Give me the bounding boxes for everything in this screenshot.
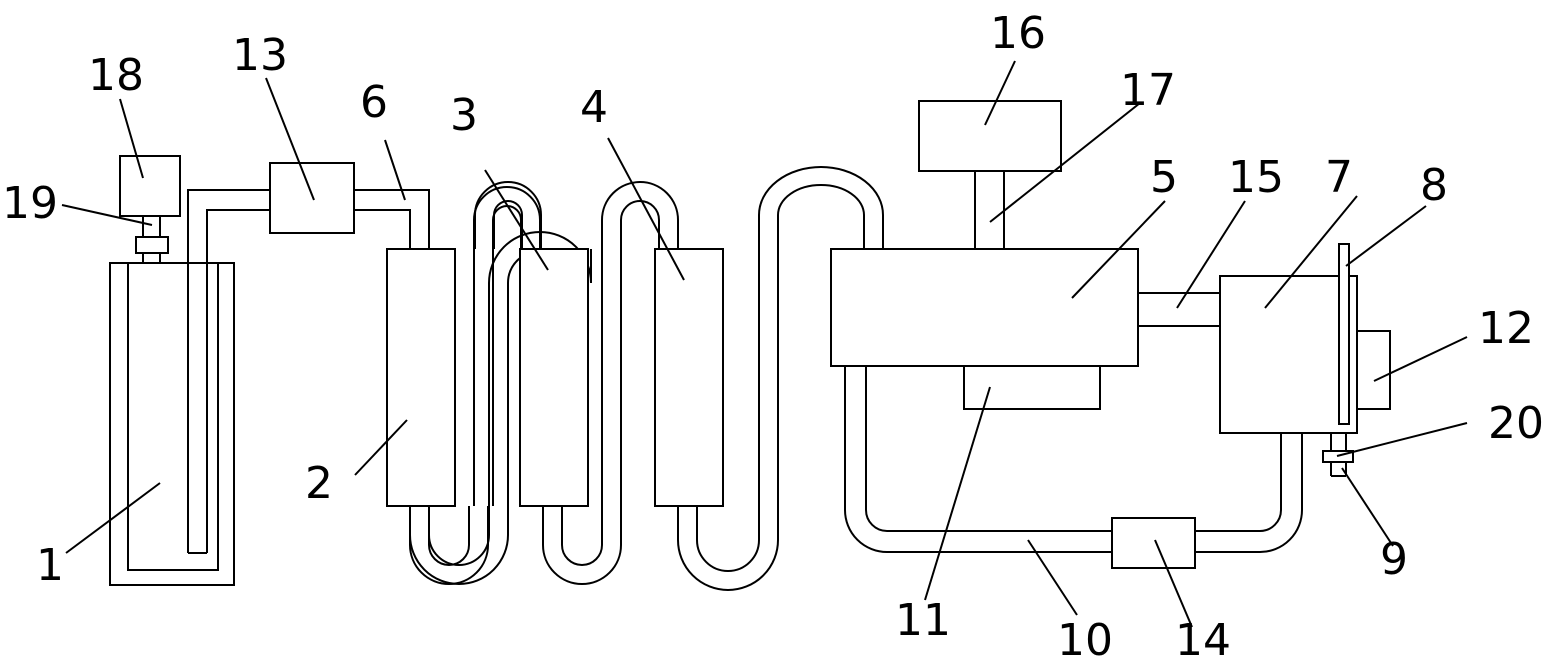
label-7: 7 [1325,152,1353,203]
label-2: 2 [305,458,333,509]
label-9: 9 [1380,534,1408,585]
pipe-10 [844,366,1303,553]
label-13: 13 [232,30,288,81]
label-20: 20 [1488,398,1544,449]
label-5: 5 [1150,152,1178,203]
component-5 [830,248,1139,367]
label-3: 3 [450,90,478,141]
component-13-box [269,162,355,234]
u-bend-3-4 [542,249,622,585]
top-loop-to-5 [758,166,884,249]
component-3 [519,248,589,507]
number-labels: 1 2 3 4 5 6 7 8 9 10 11 12 13 14 15 16 1… [2,8,1544,666]
dip-pipe [187,189,270,554]
top-loop-2-3 [473,186,541,506]
label-11: 11 [895,595,951,646]
label-6: 6 [360,77,388,128]
label-15: 15 [1228,152,1284,203]
component-17-stem [974,171,1005,249]
label-16: 16 [990,8,1046,59]
pipe-15 [1138,292,1220,327]
component-11 [963,366,1101,410]
component-19-valve [135,216,169,263]
label-1: 1 [36,540,64,591]
component-18-box [119,155,181,217]
label-12: 12 [1478,303,1534,354]
label-14: 14 [1175,615,1231,666]
pipe-6 [354,189,430,249]
component-14-box [1111,517,1196,569]
u-bend-2-3 [409,506,489,585]
label-4: 4 [580,82,608,133]
component-8-plate [1338,243,1350,425]
component-16-box [918,100,1062,172]
top-loop-3-4 [601,181,679,249]
component-1-vessel [109,262,235,586]
component-4 [654,248,724,507]
label-10: 10 [1057,615,1113,666]
component-7 [1219,275,1358,434]
label-17: 17 [1120,65,1176,116]
label-19: 19 [2,178,58,229]
component-12 [1357,330,1391,410]
serpentine-pipe-a [474,181,542,249]
leader-lines [61,60,1468,628]
label-8: 8 [1420,160,1448,211]
component-20-valve [1322,433,1354,477]
component-2 [386,248,456,507]
u-bend-4-5 [677,215,779,591]
label-18: 18 [88,50,144,101]
